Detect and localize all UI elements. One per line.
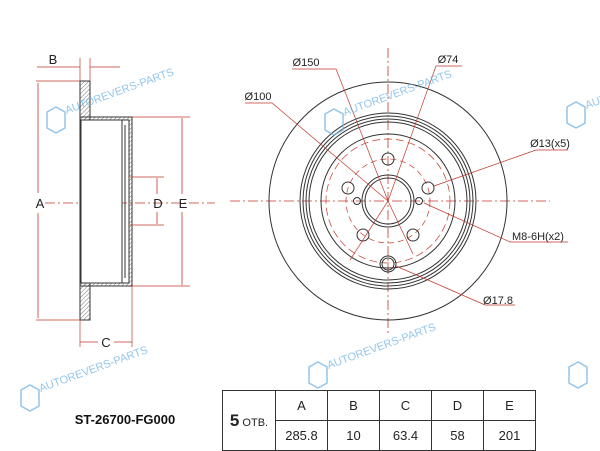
- label-d74: Ø74: [438, 54, 459, 66]
- holes-count: 5: [229, 410, 240, 430]
- dim-e-label: E: [179, 196, 188, 211]
- header-a: A: [275, 390, 328, 421]
- value-b: 10: [327, 420, 380, 451]
- holes-count-cell: 5 ОТВ.: [222, 390, 276, 451]
- holes-unit: ОТВ.: [242, 416, 269, 429]
- part-number: ST-26700-FG000: [74, 412, 176, 427]
- watermark-logo-icon: [308, 361, 328, 389]
- watermark-text: AUTOREVERS-PARTS: [326, 321, 438, 372]
- watermark-logo-icon: [324, 108, 344, 136]
- value-d: 58: [431, 420, 484, 451]
- watermark-text: AUTOREVERS-PARTS: [38, 344, 150, 395]
- watermark-text: AUTOREVERS-PARTS: [342, 68, 454, 119]
- threaded-hole: [353, 197, 361, 205]
- dim-b-label: B: [49, 52, 58, 67]
- dimensions-table: 5 ОТВ. A B C D E 285.8 10 63.4 58 201: [222, 390, 536, 451]
- center-bore: [361, 174, 415, 228]
- dim-d-label: D: [153, 196, 162, 211]
- bolt-holes: [341, 152, 435, 242]
- label-d150: Ø150: [293, 57, 320, 69]
- threaded-hole: [415, 197, 423, 205]
- locating-hole: [379, 255, 397, 273]
- watermark-logo-icon: [20, 384, 40, 412]
- dim-c-label: C: [101, 335, 110, 350]
- watermark-logo-icon: [568, 361, 588, 389]
- watermark-logo-icon: [566, 101, 586, 129]
- header-e: E: [483, 390, 536, 421]
- label-d13: Ø13(x5): [530, 138, 570, 150]
- front-view: [230, 48, 568, 335]
- side-view: A B C D E: [36, 52, 215, 350]
- value-c: 63.4: [379, 420, 432, 451]
- disc-outer-edge: [268, 81, 508, 321]
- hat-cavity: [80, 119, 123, 284]
- label-d17: Ø17.8: [483, 295, 513, 307]
- header-c: C: [379, 390, 432, 421]
- value-e: 201: [483, 420, 536, 451]
- dim-a-label: A: [36, 196, 45, 211]
- header-d: D: [431, 390, 484, 421]
- label-m8: M8-6H(x2): [512, 231, 564, 243]
- watermark-logo-icon: [46, 106, 66, 134]
- header-b: B: [327, 390, 380, 421]
- value-a: 285.8: [275, 420, 328, 451]
- watermark-text: AUTOREVERS-PARTS: [584, 61, 600, 112]
- label-d100: Ø100: [245, 91, 272, 103]
